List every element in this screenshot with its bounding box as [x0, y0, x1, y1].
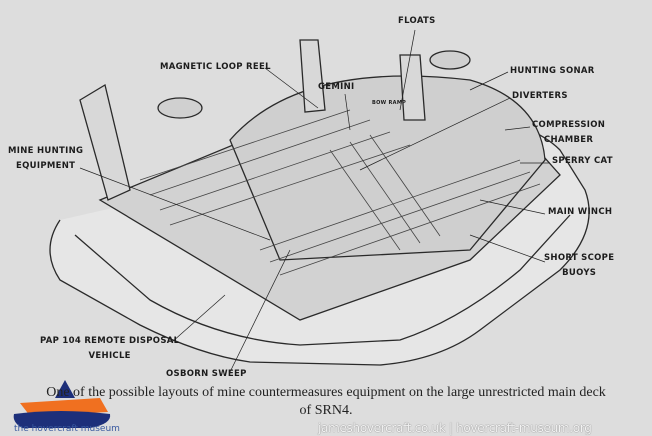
label-hunting-sonar: HUNTING SONAR [510, 66, 595, 76]
label-line: CHAMBER [543, 135, 594, 145]
label-line: VEHICLE [88, 351, 131, 361]
pylon-right [399, 54, 426, 121]
propeller-disc [429, 50, 471, 70]
label-osborn-sweep: OSBORN SWEEP [166, 369, 247, 379]
label-line: PAP 104 REMOTE DISPOSAL [40, 336, 180, 346]
label-magnetic-loop-reel: MAGNETIC LOOP REEL [160, 62, 271, 72]
propeller-disc [157, 97, 203, 119]
label-pap-104: PAP 104 REMOTE DISPOSAL VEHICLE [40, 334, 179, 364]
label-line: BUOYS [562, 268, 597, 278]
label-sperry-cat: SPERRY CAT [552, 156, 613, 166]
skirt-inner [74, 214, 571, 346]
pylon-left [299, 39, 326, 113]
caption-line-2: of SRN4. [299, 403, 353, 418]
deck-rails [139, 109, 541, 276]
label-line: MINE HUNTING [8, 146, 84, 156]
label-bow-ramp: BOW RAMP [372, 100, 407, 106]
label-line: COMPRESSION [532, 120, 606, 130]
leader-lines [79, 29, 550, 373]
label-main-winch: MAIN WINCH [548, 207, 613, 217]
label-mine-hunting-equipment: MINE HUNTING EQUIPMENT [8, 144, 83, 174]
cabin-dome [229, 75, 546, 261]
label-line: SHORT SCOPE [544, 253, 615, 263]
fin [79, 83, 131, 201]
watermark-text: jameshovercraft.co.uk | hovercraft-museu… [318, 421, 592, 435]
label-floats: FLOATS [398, 16, 436, 26]
label-compression-chamber: COMPRESSION CHAMBER [532, 118, 605, 148]
label-short-scope-buoys: SHORT SCOPE BUOYS [544, 251, 614, 281]
label-diverters: DIVERTERS [512, 91, 568, 101]
logo-text: the hovercraft museum [14, 424, 120, 434]
caption-line-1: One of the possible layouts of mine coun… [46, 385, 606, 400]
label-line: EQUIPMENT [16, 161, 76, 171]
hovercraft-museum-logo [13, 380, 111, 428]
label-gemini: GEMINI [318, 82, 355, 92]
